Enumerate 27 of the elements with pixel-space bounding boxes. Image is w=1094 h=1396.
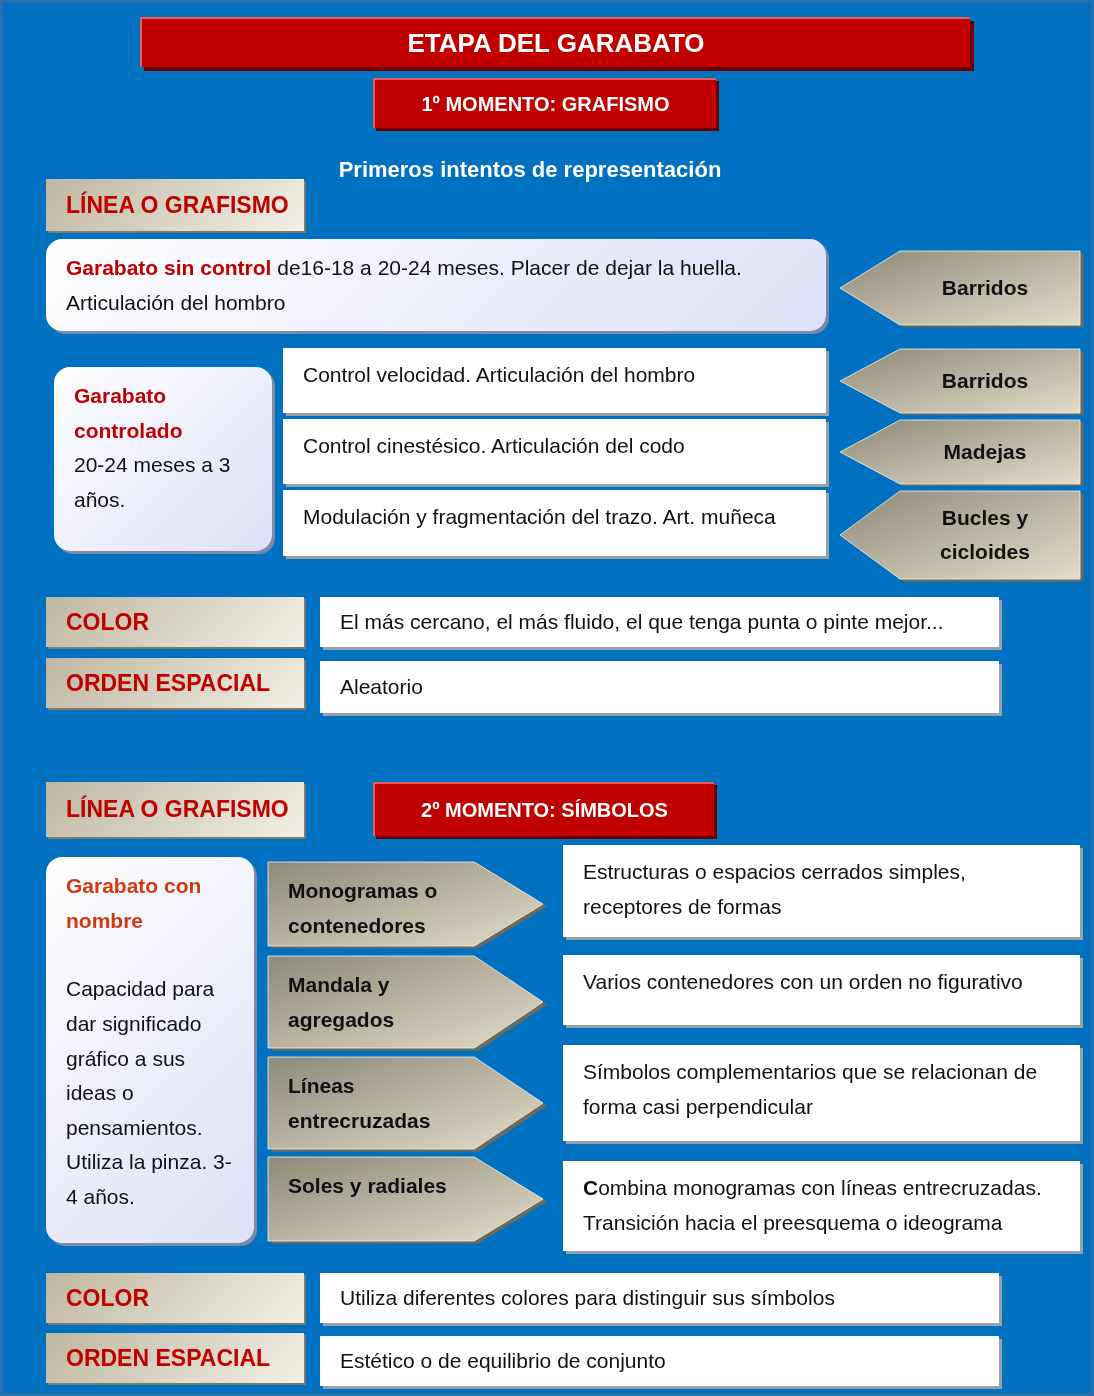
description-box: Aleatorio xyxy=(320,661,999,713)
stage-card: Garabato sin control de16-18 a 20-24 meses. Placer de dejar la huella. Articulación del hombro xyxy=(46,239,826,331)
category-label: LÍNEA O GRAFISMO xyxy=(46,179,304,231)
description-box: Control velocidad. Articulación del hombro xyxy=(283,348,826,413)
stage-description: 20-24 meses a 3 años. xyxy=(74,452,232,513)
moment-banner: 1º MOMENTO: GRAFISMO xyxy=(373,78,716,128)
description-box: Modulación y fragmentación del trazo. Art. muñeca xyxy=(283,490,826,556)
stage-heading: Garabato controlado xyxy=(74,383,184,444)
category-label: COLOR xyxy=(46,597,304,647)
category-label: ORDEN ESPACIAL xyxy=(46,658,304,708)
description-box: Estético o de equilibrio de conjunto xyxy=(320,1336,999,1386)
stage-description: Capacidad para dar significado gráfico a sus ideas o pensamientos. Utiliza la pinza. 3-4 años. xyxy=(66,976,233,1211)
description-box: Estructuras o espacios cerrados simples, receptores de formas xyxy=(563,845,1080,937)
stage-card xyxy=(54,367,272,551)
description-box: El más cercano, el más fluido, el que tenga punta o pinte mejor... xyxy=(320,597,999,647)
category-label: ORDEN ESPACIAL xyxy=(46,1333,304,1383)
description-box: Control cinestésico. Articulación del codo xyxy=(283,419,826,484)
description-box: Varios contenedores con un orden no figurativo xyxy=(563,955,1080,1025)
moment-banner: 2º MOMENTO: SÍMBOLOS xyxy=(373,782,714,836)
category-label: LÍNEA O GRAFISMO xyxy=(46,782,304,837)
description-box: Combina monogramas con líneas entrecruzadas. Transición hacia el preesquema o ideograma xyxy=(563,1161,1080,1251)
subtitle-text: Primeros intentos de representación xyxy=(337,157,723,183)
stage-card xyxy=(46,857,254,1243)
description-box: Utiliza diferentes colores para distinguir sus símbolos xyxy=(320,1273,999,1323)
category-label: COLOR xyxy=(46,1273,304,1323)
description-box: Símbolos complementarios que se relacionan de forma casi perpendicular xyxy=(563,1045,1080,1141)
stage-heading: Garabato con nombre xyxy=(66,873,203,934)
